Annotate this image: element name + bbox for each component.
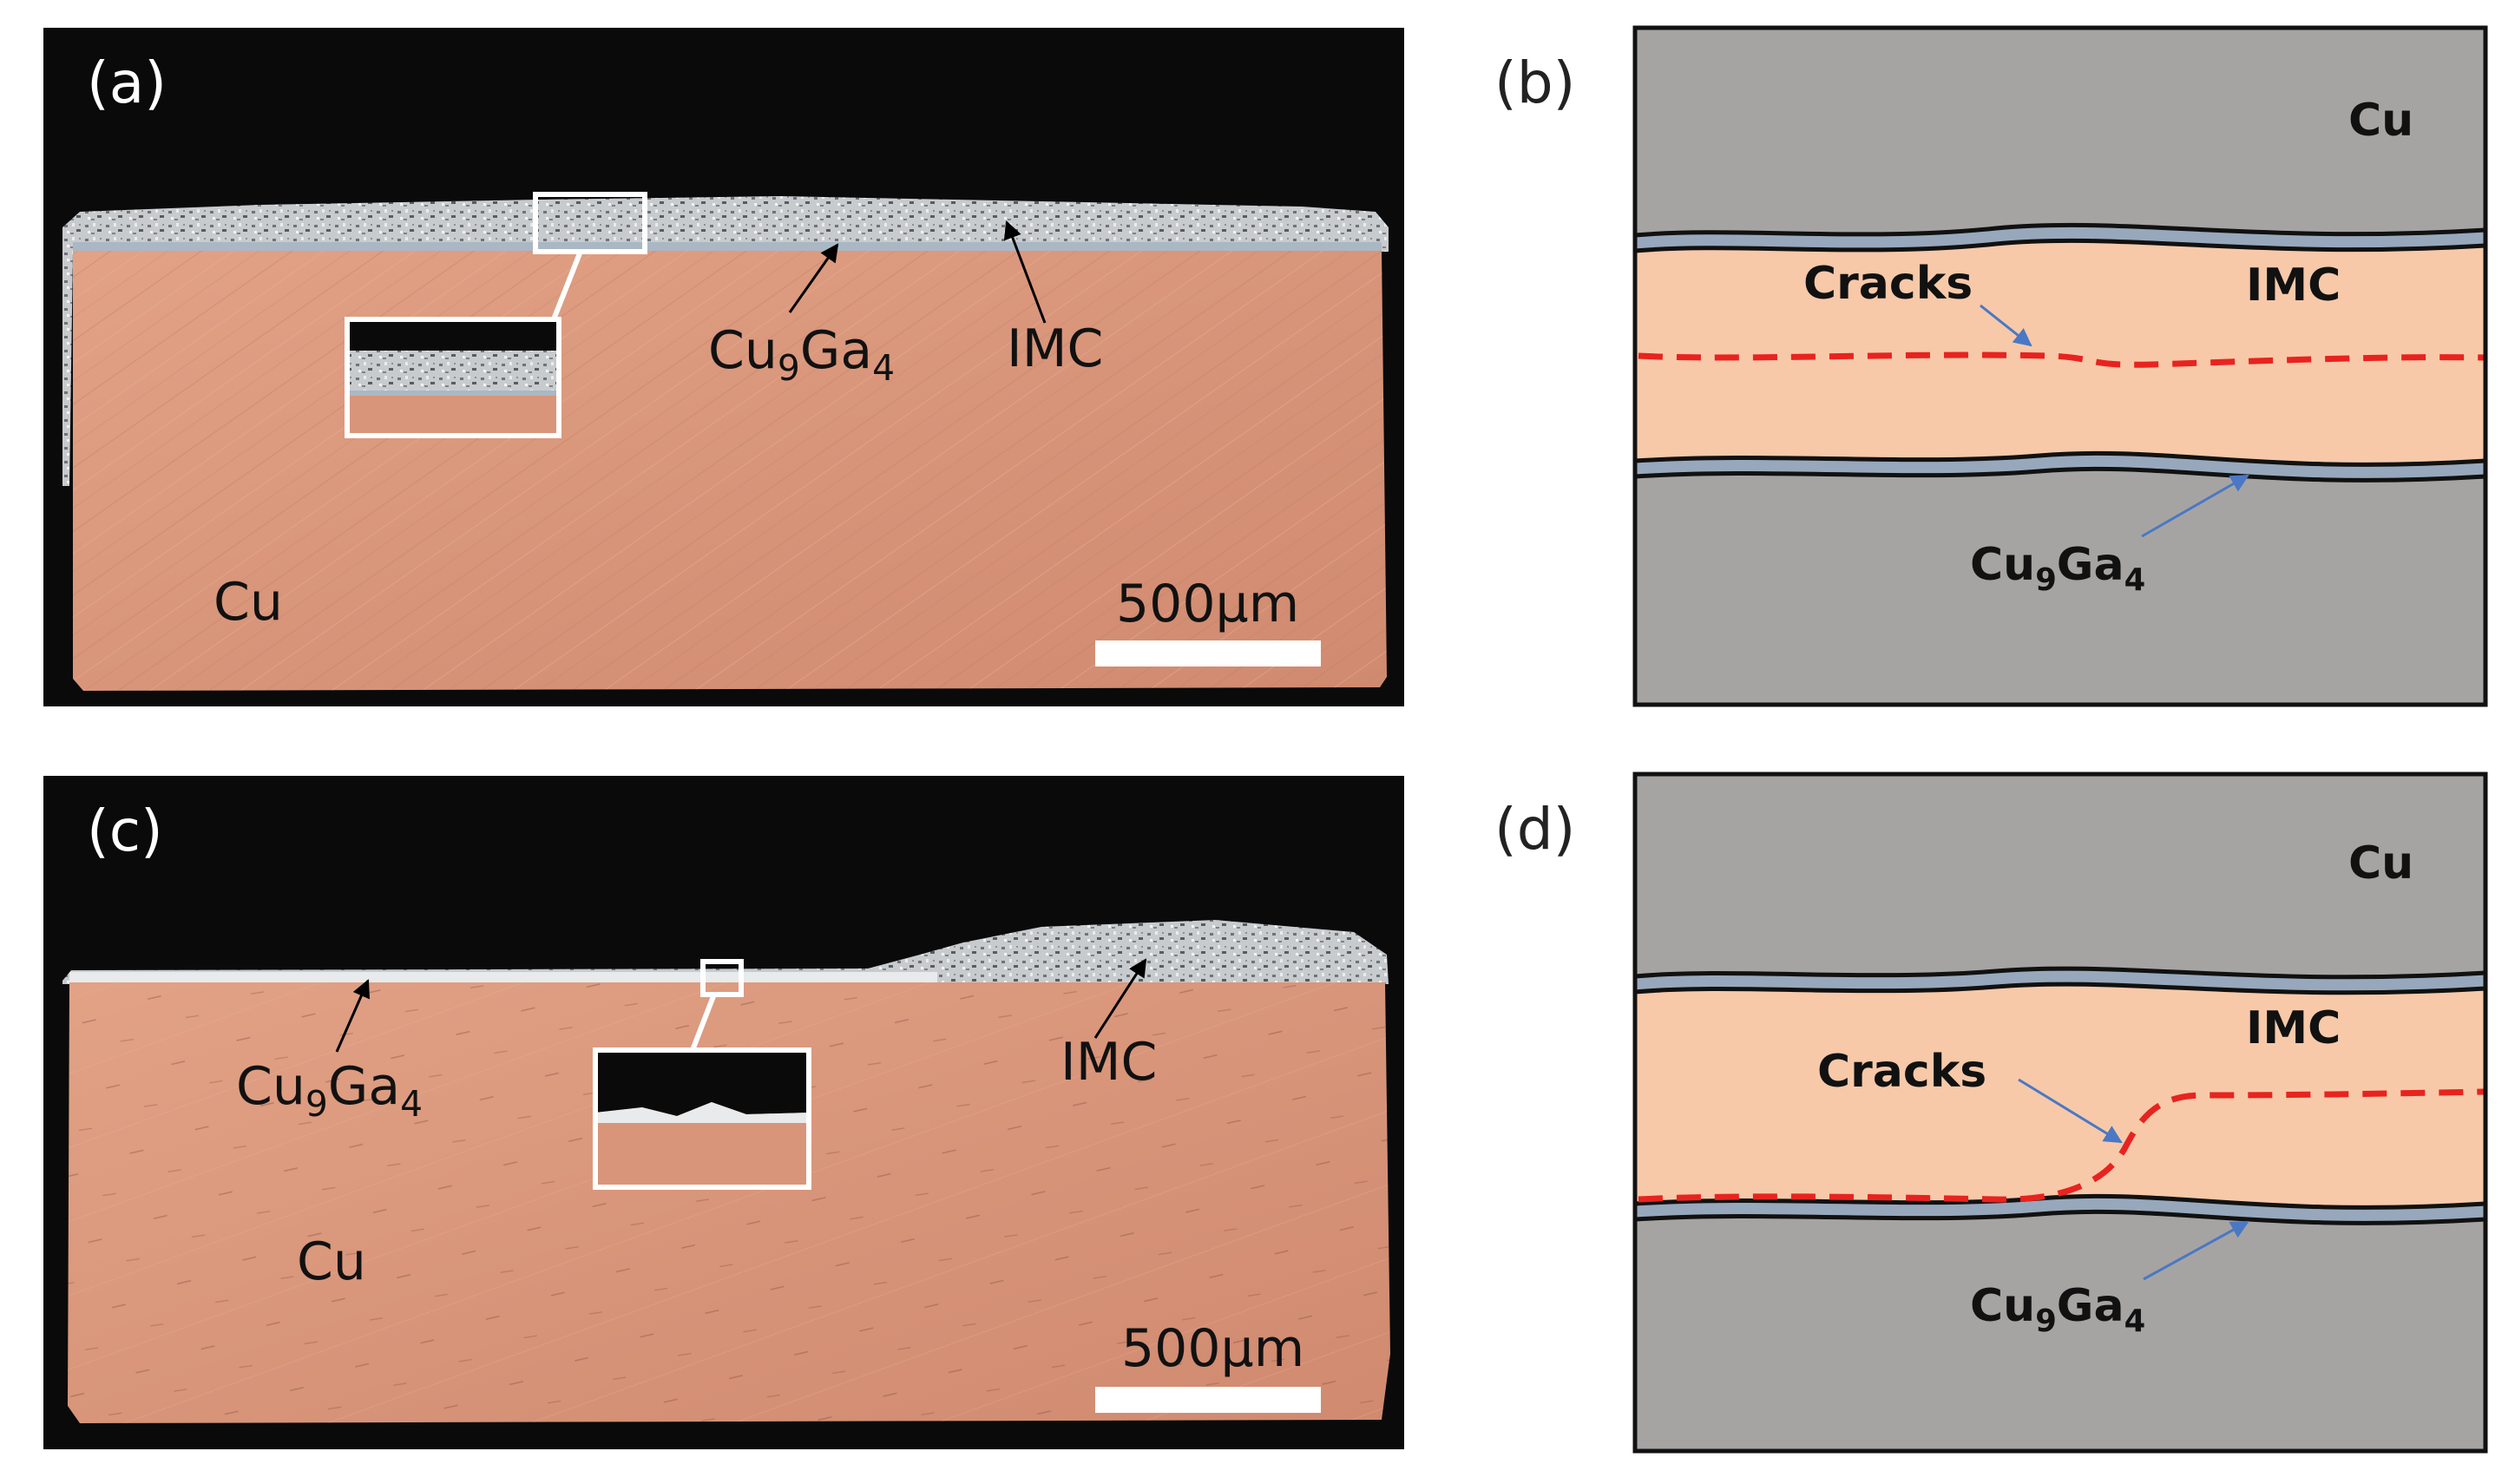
panel-d-imc — [1635, 984, 2485, 1211]
panel-c-imc-label: IMC — [1061, 1032, 1157, 1093]
panel-b: (b) Cu Cracks IMC Cu9Ga4 — [1494, 25, 2488, 707]
panel-a-scale-bar — [1095, 640, 1321, 666]
panel-b-cu-label: Cu — [2348, 95, 2413, 147]
panel-a-imc-label: IMC — [1007, 318, 1103, 379]
panel-c-cu-label: Cu — [297, 1231, 366, 1292]
panel-d-cu9ga4-arrow — [2143, 1220, 2249, 1281]
panel-a-imc-layer — [62, 196, 1389, 252]
panel-a: (a) Cu9Ga4 IMC Cu 500μm — [43, 28, 1404, 706]
panel-d-label: (d) — [1494, 796, 1575, 863]
panel-b-frame — [1632, 25, 2488, 707]
panel-c-scale-bar — [1095, 1387, 1321, 1413]
panel-d-top-cu9ga4 — [1634, 969, 2486, 992]
panel-d-bottom-cu9ga4 — [1634, 1197, 2486, 1223]
panel-d-imc-label: IMC — [2246, 1002, 2341, 1054]
panel-c-cu9ga4-arrow — [335, 979, 371, 1053]
panel-b-bottom-cu9ga4 — [1634, 454, 2486, 480]
panel-b-bottom-cu — [1635, 469, 2485, 705]
panel-a-cu9ga4-layer — [73, 242, 1382, 251]
panel-c-selection-box — [700, 959, 744, 997]
panel-a-label: (a) — [87, 49, 167, 116]
panel-a-selection-box — [533, 192, 647, 254]
panel-b-imc-label: IMC — [2246, 259, 2341, 312]
panel-d-cracks-arrow — [2018, 1078, 2123, 1144]
panel-a-cu9ga4-arrow — [788, 243, 839, 313]
panel-a-cu-label: Cu — [213, 572, 283, 633]
panel-b-label: (b) — [1494, 49, 1575, 116]
panel-c-inset — [593, 1047, 811, 1190]
panel-b-crack — [1638, 351, 2485, 368]
panel-d: (d) Cu Cracks IMC Cu9Ga4 — [1494, 772, 2488, 1454]
panel-c-imc-arrow — [1093, 958, 1147, 1039]
panel-d-cu9ga4-label: Cu9Ga4 — [1970, 1280, 2145, 1339]
panel-d-bottom-cu — [1635, 1211, 2485, 1451]
panel-b-cracks-label: Cracks — [1803, 258, 1973, 310]
panel-d-crack — [1638, 1088, 2485, 1203]
panel-d-cu-label: Cu — [2348, 837, 2413, 890]
panel-d-cracks-label: Cracks — [1817, 1046, 1986, 1098]
panel-c-label: (c) — [87, 798, 163, 864]
panel-b-cracks-arrow — [1980, 304, 2032, 347]
panel-d-top-cu — [1635, 774, 2485, 984]
panel-a-scale-label: 500μm — [1116, 574, 1299, 634]
panel-a-inset — [345, 317, 561, 438]
panel-a-cu9ga4-label: Cu9Ga4 — [708, 320, 895, 389]
panel-a-imc-arrow — [1003, 220, 1047, 324]
panel-b-cu9ga4-label: Cu9Ga4 — [1970, 539, 2145, 598]
panel-b-top-cu — [1635, 28, 2485, 241]
panel-c-cu9ga4-label: Cu9Ga4 — [236, 1056, 423, 1125]
panel-c-scale-label: 500μm — [1121, 1318, 1304, 1379]
panel-b-cu9ga4-arrow — [2141, 474, 2249, 538]
panel-d-frame — [1632, 772, 2488, 1454]
panel-b-top-cu9ga4 — [1634, 226, 2486, 250]
panel-c-imc-layer — [62, 920, 1389, 984]
panel-c: (c) Cu9Ga4 IMC Cu 500μm — [43, 776, 1404, 1449]
